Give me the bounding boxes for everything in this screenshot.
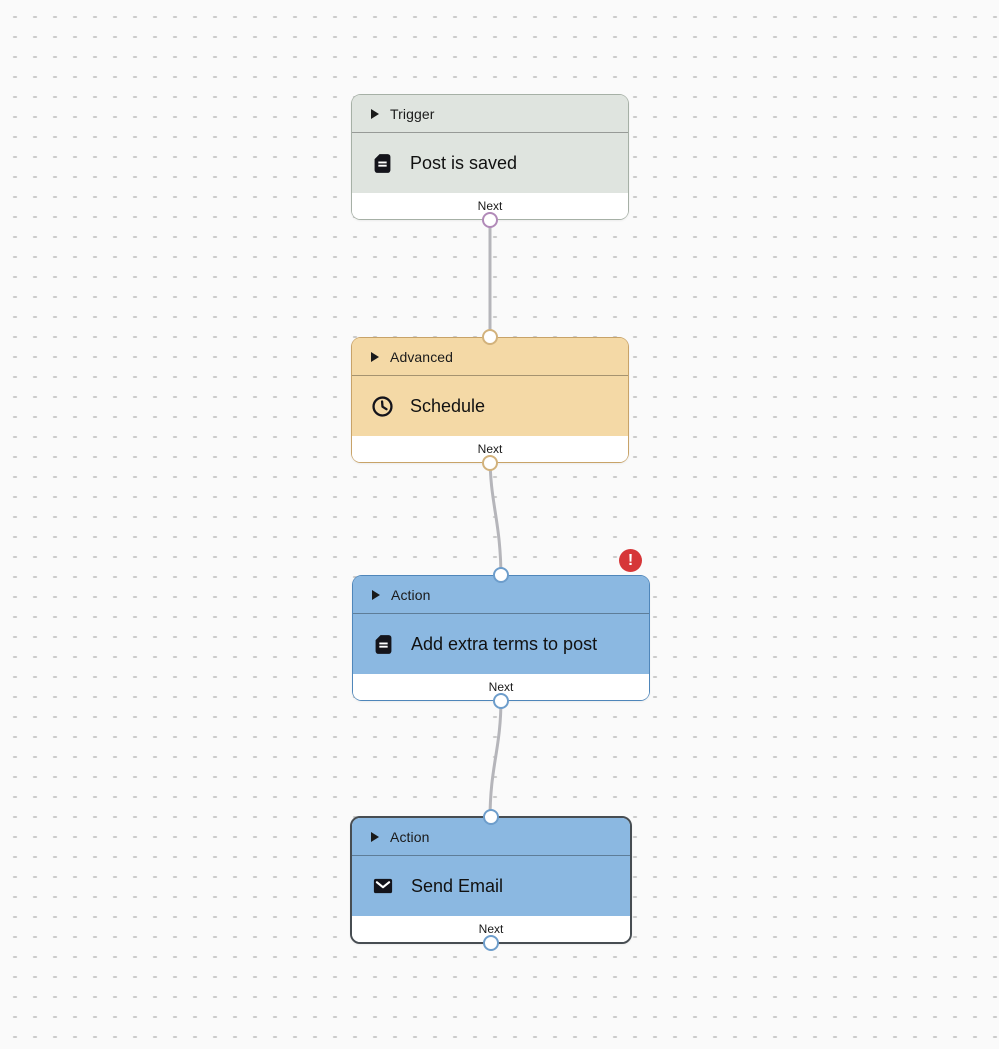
node-body[interactable]: Send Email — [352, 856, 630, 916]
node-title: Post is saved — [410, 152, 518, 173]
output-port[interactable] — [493, 693, 509, 709]
collapse-triangle-icon — [371, 589, 381, 601]
node-title: Add extra terms to post — [411, 633, 598, 654]
input-port[interactable] — [493, 567, 509, 583]
error-badge[interactable]: ! — [619, 549, 642, 572]
connector-action1-to-action2 — [488, 696, 503, 822]
node-body[interactable]: Post is saved — [352, 133, 628, 193]
input-port[interactable] — [482, 329, 498, 345]
output-port[interactable] — [482, 212, 498, 228]
node-trigger-post-is-saved[interactable]: Trigger Post is saved Next — [351, 94, 629, 228]
node-category-label: Trigger — [390, 105, 435, 122]
node-category-label: Action — [391, 586, 431, 603]
node-action-send-email[interactable]: Action Send Email Next — [350, 809, 632, 951]
collapse-triangle-icon — [370, 831, 380, 843]
node-action-add-extra-terms[interactable]: ! Action Add extra terms to post Next — [352, 549, 650, 709]
node-advanced-schedule[interactable]: Advanced Schedule Next — [351, 329, 629, 471]
next-branch-label: Next — [488, 680, 514, 694]
node-header-toggle[interactable]: Trigger — [352, 95, 628, 133]
collapse-triangle-icon — [370, 108, 380, 120]
node-body[interactable]: Schedule — [352, 376, 628, 436]
email-icon — [370, 873, 396, 899]
node-body[interactable]: Add extra terms to post — [353, 614, 649, 674]
next-branch-label: Next — [478, 922, 504, 936]
connector-advanced-to-action1 — [488, 453, 503, 582]
document-icon — [371, 632, 396, 657]
node-title: Schedule — [410, 395, 486, 416]
node-category-label: Advanced — [390, 348, 454, 365]
output-port[interactable] — [483, 935, 499, 951]
input-port[interactable] — [483, 809, 499, 825]
next-branch-label: Next — [477, 442, 503, 456]
output-port[interactable] — [482, 455, 498, 471]
collapse-triangle-icon — [370, 351, 380, 363]
next-branch-label: Next — [477, 199, 503, 213]
document-icon — [370, 151, 395, 176]
clock-icon — [370, 394, 395, 419]
node-category-label: Action — [390, 828, 430, 845]
node-title: Send Email — [411, 875, 504, 896]
